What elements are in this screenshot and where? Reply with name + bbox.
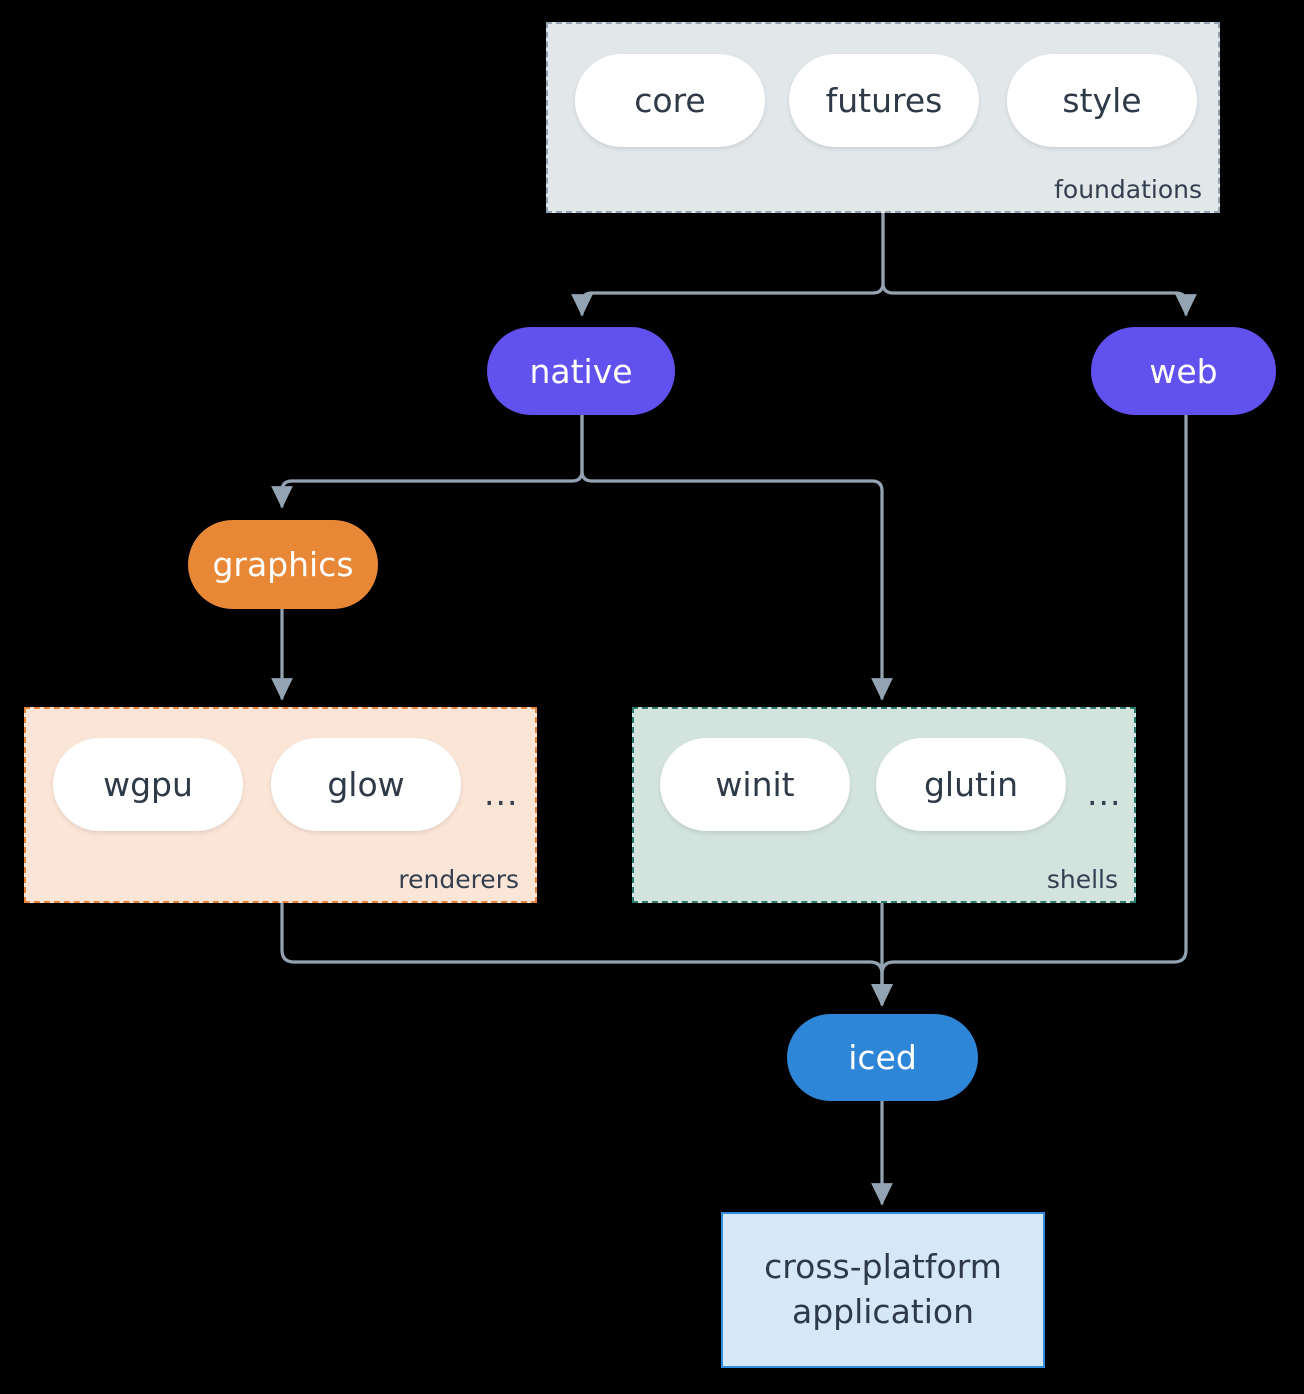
node-native[interactable]: native	[487, 327, 675, 415]
cluster-renderers: wgpu glow ... renderers	[24, 707, 537, 903]
edge-renderers-iced	[280, 901, 893, 1007]
cluster-renderers-label: renderers	[398, 864, 519, 894]
node-application-line2: application	[791, 1292, 975, 1331]
node-graphics[interactable]: graphics	[188, 520, 378, 609]
cluster-foundations: core futures style foundations	[546, 22, 1220, 213]
node-iced-label: iced	[848, 1038, 917, 1077]
member-futures-label: futures	[825, 81, 943, 120]
cluster-foundations-label: foundations	[1054, 174, 1202, 204]
member-wgpu[interactable]: wgpu	[53, 738, 243, 831]
edge-foundations-native	[571, 211, 885, 317]
edge-native-graphics	[271, 411, 584, 509]
member-winit[interactable]: winit	[660, 738, 850, 831]
node-native-label: native	[529, 351, 633, 391]
shells-more-ellipsis: ...	[1087, 774, 1122, 813]
node-web[interactable]: web	[1091, 327, 1276, 415]
member-glow[interactable]: glow	[271, 738, 461, 831]
edge-native-shells	[580, 411, 893, 701]
renderers-more-ellipsis: ...	[484, 774, 519, 813]
member-glutin-label: glutin	[923, 765, 1019, 804]
member-core-label: core	[634, 81, 706, 120]
member-futures[interactable]: futures	[789, 54, 979, 147]
member-glutin[interactable]: glutin	[876, 738, 1066, 831]
node-application-line1: cross-platform	[764, 1247, 1002, 1287]
node-web-label: web	[1149, 351, 1218, 391]
member-core[interactable]: core	[575, 54, 765, 147]
member-winit-label: winit	[715, 765, 795, 804]
member-style-label: style	[1062, 81, 1142, 120]
node-application[interactable]: cross-platform application	[721, 1212, 1045, 1368]
edge-foundations-web	[881, 211, 1197, 317]
member-style[interactable]: style	[1007, 54, 1197, 147]
member-glow-label: glow	[327, 765, 405, 804]
cluster-shells: winit glutin ... shells	[632, 707, 1136, 903]
member-wgpu-label: wgpu	[103, 765, 193, 804]
node-graphics-label: graphics	[212, 545, 354, 584]
cluster-shells-label: shells	[1046, 864, 1118, 894]
node-iced[interactable]: iced	[787, 1014, 978, 1101]
